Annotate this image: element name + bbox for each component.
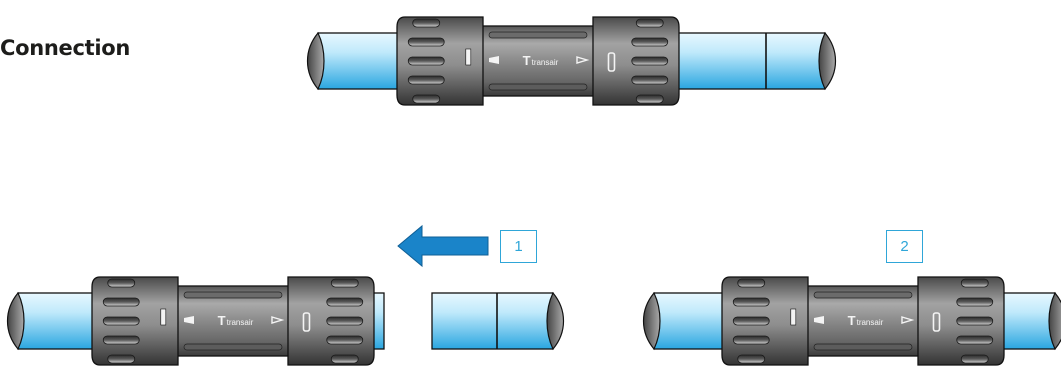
nut-grip-slot: [102, 335, 140, 345]
step-2-label: 2: [886, 230, 923, 263]
closed-triangle-icon: [814, 316, 824, 324]
nut-grip-slot: [960, 354, 989, 364]
nut-grip-slot: [102, 297, 140, 307]
pipe-end-cap: [546, 291, 564, 351]
brand-logo-initial: T: [523, 53, 531, 68]
body-groove: [183, 291, 283, 299]
pipe-end-cap: [7, 291, 25, 351]
unlock-indicator: [932, 312, 941, 332]
pipe-end-cap: [1048, 291, 1061, 351]
brand-logo-name: transair: [227, 318, 254, 327]
pipe-body: [661, 32, 826, 90]
body-groove: [488, 31, 588, 39]
lock-indicator: [465, 48, 472, 66]
nut-grip-slot: [412, 18, 441, 28]
pipe: [431, 291, 564, 351]
pipe-end-cap: [643, 291, 661, 351]
nut-grip-slot: [330, 354, 359, 364]
nut-grip-slot: [412, 94, 441, 104]
nut-grip-slot: [737, 354, 766, 364]
lock-indicator: [790, 308, 797, 326]
closed-triangle-icon: [489, 56, 499, 64]
page-title: Connection: [0, 36, 131, 60]
nut-grip-slot: [407, 56, 445, 66]
brand-logo-initial: T: [218, 313, 226, 328]
nut-grip-slot: [732, 335, 770, 345]
closed-triangle-icon: [184, 316, 194, 324]
step-1-label: 1: [500, 230, 537, 263]
nut-grip-slot: [956, 335, 994, 345]
body-groove: [488, 83, 588, 91]
open-triangle-icon: [901, 316, 915, 324]
nut-grip-slot: [326, 297, 364, 307]
body-groove: [183, 343, 283, 351]
pipe: [661, 31, 836, 91]
nut-grip-slot: [107, 278, 136, 288]
nut-grip-slot: [631, 56, 669, 66]
nut-grip-slot: [737, 278, 766, 288]
nut-grip-slot: [732, 297, 770, 307]
nut-grip-slot: [956, 297, 994, 307]
pipe-end-cap: [307, 31, 325, 91]
pipe-end-cap: [818, 31, 836, 91]
brand-logo-initial: T: [848, 313, 856, 328]
brand-logo-name: transair: [532, 58, 559, 67]
pipe-body: [431, 292, 554, 350]
nut-grip-slot: [330, 278, 359, 288]
lock-indicator: [160, 308, 167, 326]
nut-grip-slot: [326, 335, 364, 345]
nut-grip-slot: [635, 18, 664, 28]
nut-grip-slot: [407, 37, 445, 47]
nut-grip-slot: [631, 37, 669, 47]
nut-grip-slot: [107, 354, 136, 364]
nut-grip-slot: [732, 316, 770, 326]
nut-grip-slot: [407, 75, 445, 85]
nut-grip-slot: [960, 278, 989, 288]
nut-grip-slot: [326, 316, 364, 326]
brand-logo-name: transair: [857, 318, 884, 327]
open-triangle-icon: [271, 316, 285, 324]
nut-grip-slot: [956, 316, 994, 326]
body-groove: [813, 291, 913, 299]
unlock-indicator: [607, 52, 616, 72]
unlock-indicator: [302, 312, 311, 332]
arrow-left-icon: [397, 224, 489, 268]
nut-grip-slot: [631, 75, 669, 85]
body-groove: [813, 343, 913, 351]
nut-grip-slot: [102, 316, 140, 326]
open-triangle-icon: [576, 56, 590, 64]
nut-grip-slot: [635, 94, 664, 104]
